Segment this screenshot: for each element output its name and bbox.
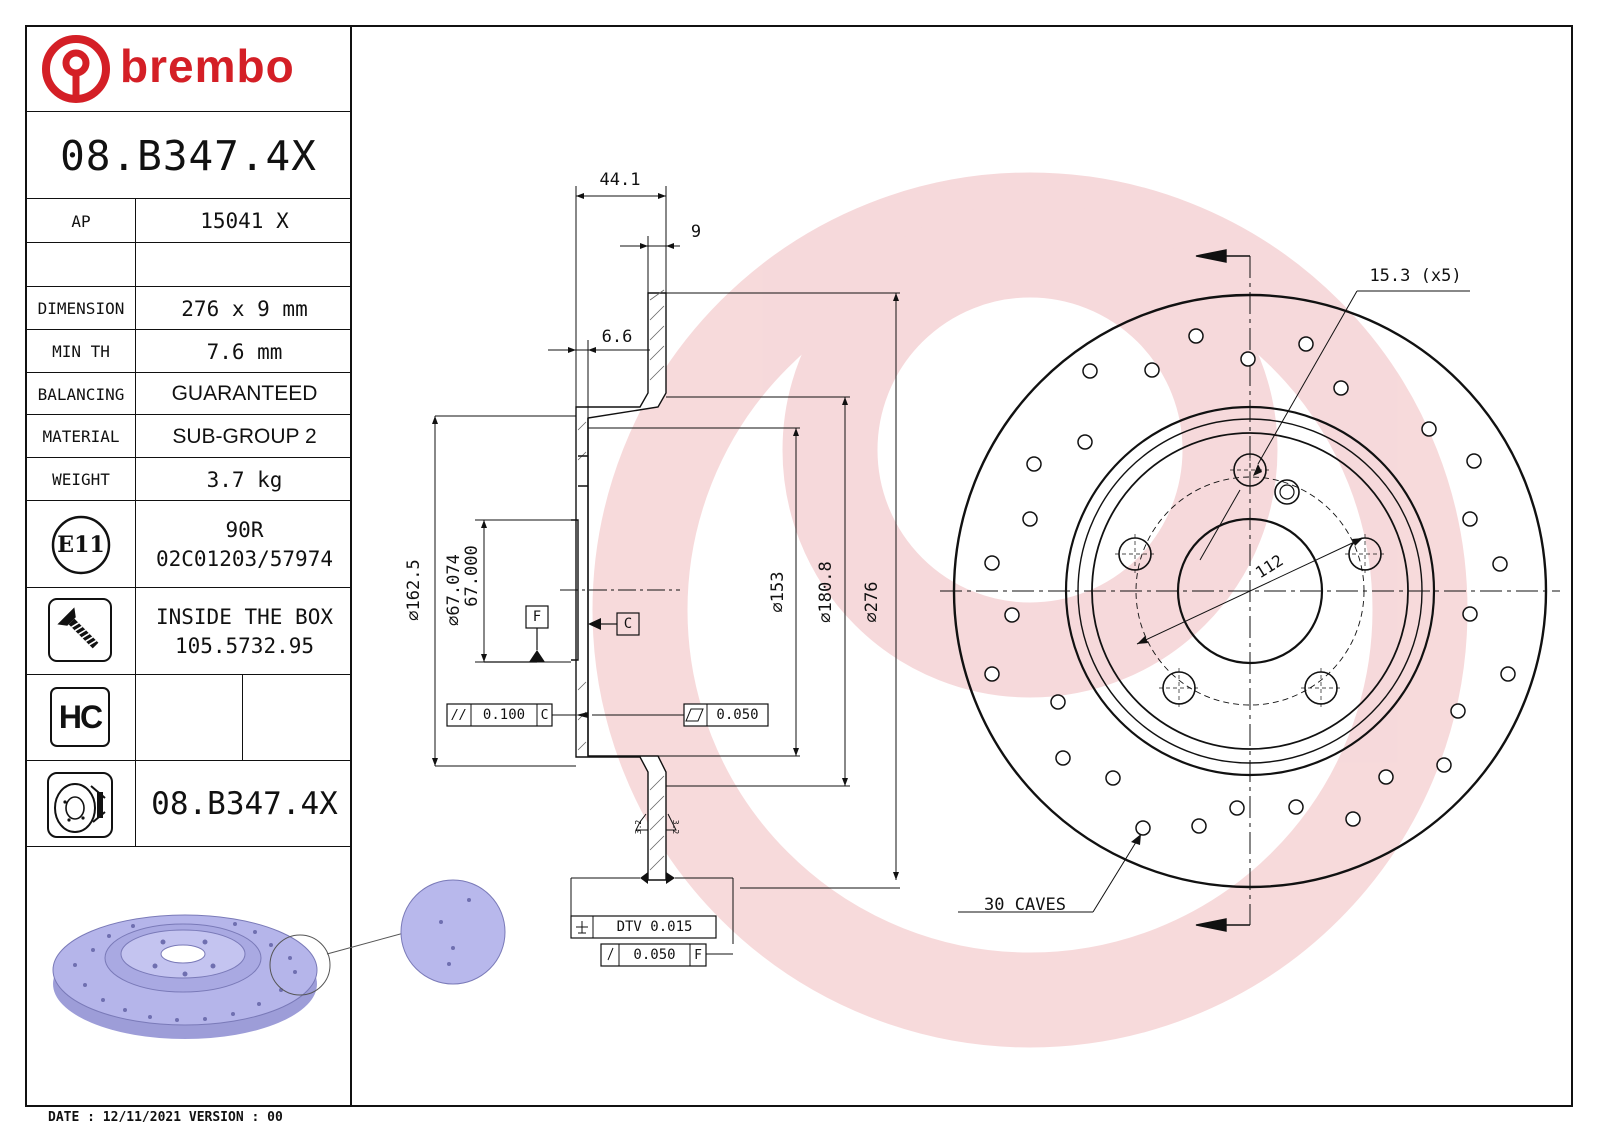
e11-badge-icon: E11 — [50, 514, 112, 576]
datum-c-label: C — [623, 616, 633, 632]
dim-thickness: 9 — [690, 222, 702, 242]
title-block — [25, 25, 352, 1107]
drawing-frame — [25, 25, 1573, 1107]
dim-overall-width: 44.1 — [599, 170, 641, 190]
bottom-part-number: 08.B347.4X — [151, 786, 338, 822]
spec-label-min-th: MIN TH — [52, 342, 110, 361]
locating-hole — [1274, 479, 1300, 505]
datum-f-label: F — [532, 609, 542, 625]
approval-info: 90R 02C01203/57974 — [137, 502, 352, 587]
flatness-value: 0.050 — [716, 707, 759, 723]
runout-value: 0.050 — [633, 947, 676, 963]
approval-line-2: 02C01203/57974 — [155, 546, 333, 571]
spec-value-ap: 15041 X — [200, 209, 289, 233]
brand-name: brembo — [120, 40, 295, 92]
dim-hat-depth: 6.6 — [601, 327, 633, 347]
cross-drilled-holes — [984, 328, 1516, 836]
spec-label-ap: AP — [71, 211, 91, 231]
spec-value-balancing: GUARANTEED — [171, 382, 318, 405]
screws-info: INSIDE THE BOX 105.5732.95 — [137, 589, 352, 674]
parallelism-symbol: // — [451, 707, 467, 723]
hc-label: HC — [58, 698, 103, 735]
hole-callout: 15.3 (x5) — [1369, 266, 1462, 286]
parallelism-value: 0.100 — [482, 707, 526, 723]
spec-value-material: SUB-GROUP 2 — [172, 424, 317, 448]
runout-datum: F — [694, 947, 702, 963]
footer-date-version: DATE : 12/11/2021 VERSION : 00 — [48, 1110, 283, 1125]
dtv-value: DTV 0.015 — [616, 919, 693, 935]
brembo-logo: brembo — [40, 33, 340, 105]
brembo-mark-icon — [42, 35, 110, 103]
spec-value-weight: 3.7 kg — [206, 467, 283, 492]
disc-3d-render — [52, 879, 506, 1039]
disc-detail-zoom — [400, 879, 506, 985]
screws-line-2: 105.5732.95 — [174, 633, 315, 658]
spec-label-material: MATERIAL — [42, 427, 120, 446]
caves-callout: 30 CAVES — [984, 895, 1066, 915]
parallelism-datum: C — [540, 707, 549, 723]
e11-label: E11 — [57, 532, 105, 558]
spec-value-dimension: 276 x 9 mm — [181, 296, 308, 321]
spec-label-weight: WEIGHT — [52, 470, 110, 489]
spec-label-balancing: BALANCING — [37, 384, 125, 404]
screw-icon — [48, 598, 112, 662]
hc-badge-icon: HC — [50, 687, 110, 747]
disc-drawing-icon — [47, 772, 113, 838]
spec-label-dimension: DIMENSION — [37, 299, 125, 318]
disc-3d-body — [52, 914, 416, 1039]
spec-value-min-th: 7.6 mm — [206, 339, 283, 364]
approval-line-1: 90R — [225, 517, 264, 542]
part-number: 08.B347.4X — [60, 131, 317, 180]
screws-line-1: INSIDE THE BOX — [155, 604, 333, 629]
